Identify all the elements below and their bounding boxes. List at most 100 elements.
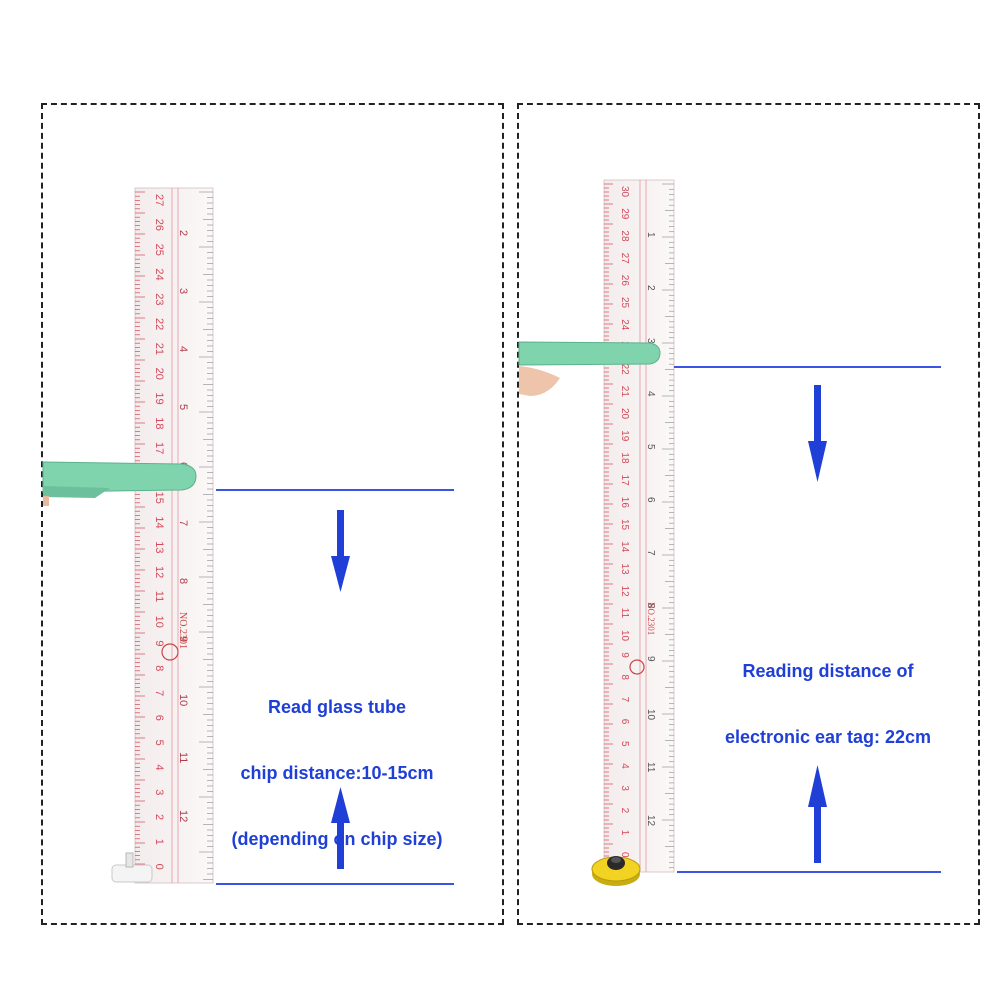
ruler-number: 4 <box>177 346 189 352</box>
ruler-number: 2 <box>153 814 165 820</box>
ruler-number: 7 <box>645 550 656 556</box>
right-panel <box>517 103 980 925</box>
ruler-number: 3 <box>153 789 165 795</box>
ruler-number: 8 <box>153 665 165 671</box>
ruler-number: 18 <box>153 417 165 429</box>
ruler-number: 1 <box>619 830 630 836</box>
ruler-number: 6 <box>153 715 165 721</box>
ruler-number: 20 <box>153 368 165 380</box>
ruler-number: 4 <box>153 764 165 770</box>
ruler-number: 14 <box>619 541 630 553</box>
ruler-number: 8 <box>645 603 656 609</box>
ruler-number: 15 <box>619 519 630 531</box>
ruler-number: 17 <box>619 475 630 487</box>
arrow-down-icon <box>331 510 350 592</box>
ruler-number: 1 <box>153 839 165 845</box>
arrow-down-icon <box>808 385 827 482</box>
ruler-number: 15 <box>153 492 165 504</box>
ear-tag-icon <box>591 856 641 886</box>
ruler-number: 3 <box>177 288 189 294</box>
right-ruler: 3029282726252423222120191817161514131211… <box>603 179 675 873</box>
ruler-number: 26 <box>619 275 630 287</box>
ruler-number: 4 <box>619 763 630 769</box>
ruler-number: 25 <box>619 297 630 309</box>
ruler-number: 24 <box>153 268 165 280</box>
ruler-number: 13 <box>619 563 630 575</box>
ruler-number: 5 <box>153 740 165 746</box>
ruler-number: 4 <box>645 391 656 397</box>
ruler-number: 16 <box>619 497 630 509</box>
ruler-number: 2 <box>177 230 189 236</box>
right-caption-line-2: electronic ear tag: 22cm <box>724 727 932 747</box>
ruler-number: 27 <box>153 194 165 206</box>
ruler-number: 0 <box>153 864 165 870</box>
ruler-number: 5 <box>619 741 630 747</box>
reader-device-icon <box>42 461 197 506</box>
ruler-number: 2 <box>645 285 656 291</box>
ruler-number: 5 <box>177 404 189 410</box>
ruler-number: 10 <box>153 616 165 628</box>
ruler-number: 9 <box>153 640 165 646</box>
ruler-number: 7 <box>153 690 165 696</box>
ruler-number: 10 <box>645 709 656 721</box>
ruler-number: 21 <box>153 343 165 355</box>
ruler-number: 28 <box>619 230 630 242</box>
ruler-logo-icon <box>161 643 179 661</box>
ruler-number: 11 <box>619 608 630 619</box>
ruler-number: 26 <box>153 219 165 231</box>
ruler-number: 19 <box>619 430 630 442</box>
ruler-number: 19 <box>153 392 165 404</box>
ruler-number: 22 <box>619 364 630 376</box>
right-caption: Reading distance of electronic ear tag: … <box>690 616 966 770</box>
left-ruler: 2726252423222120191817161514131211109876… <box>134 187 214 884</box>
ruler-number: 12 <box>645 815 656 827</box>
ruler-number: 11 <box>177 752 189 763</box>
ruler-number: 24 <box>619 319 630 331</box>
ruler-logo-icon <box>629 659 645 675</box>
right-caption-line-1: Reading distance of <box>742 661 914 681</box>
ruler-number: 29 <box>619 208 630 220</box>
ruler-number: 8 <box>619 674 630 680</box>
ruler-number: 22 <box>153 318 165 330</box>
ruler-number: 21 <box>619 386 630 398</box>
left-caption: Read glass tube chip distance:10-15cm (d… <box>219 652 455 872</box>
ruler-number: 9 <box>645 656 656 662</box>
ruler-number: 25 <box>153 244 165 256</box>
ruler-number: 12 <box>619 586 630 598</box>
ruler-number: 13 <box>153 541 165 553</box>
ruler-number: 20 <box>619 408 630 420</box>
left-ruler-model: NO.2301 <box>177 612 188 649</box>
ruler-number: 18 <box>619 452 630 464</box>
ruler-number: 3 <box>645 338 656 344</box>
ruler-number: 5 <box>645 444 656 450</box>
ruler-number: 14 <box>153 516 165 528</box>
ruler-number: 7 <box>619 697 630 703</box>
ruler-number: 2 <box>619 808 630 814</box>
ruler-number: 30 <box>619 186 630 198</box>
glass-tube-chip-icon <box>111 852 153 883</box>
left-panel <box>41 103 504 925</box>
ruler-number: 1 <box>645 232 656 238</box>
ruler-number: 10 <box>619 630 630 642</box>
left-caption-line-3: (depending on chip size) <box>231 829 443 849</box>
reader-device-icon <box>518 341 661 396</box>
ruler-number: 11 <box>153 591 165 602</box>
arrow-up-icon <box>808 765 827 863</box>
ruler-number: 11 <box>645 762 656 773</box>
ruler-number: 23 <box>153 293 165 305</box>
left-caption-line-1: Read glass tube <box>267 697 407 717</box>
ruler-number: 7 <box>177 520 189 526</box>
arrow-up-icon <box>331 787 350 869</box>
ruler-number: 27 <box>619 253 630 265</box>
ruler-number: 12 <box>153 566 165 578</box>
ruler-number: 3 <box>619 785 630 791</box>
ruler-number: 12 <box>177 810 189 822</box>
right-ruler-model: NO.2301 <box>646 602 656 635</box>
ruler-number: 6 <box>619 719 630 725</box>
ruler-number: 9 <box>619 652 630 658</box>
ruler-number: 0 <box>619 852 630 858</box>
ruler-number: 10 <box>177 694 189 706</box>
ruler-number: 17 <box>153 442 165 454</box>
ruler-number: 9 <box>177 636 189 642</box>
